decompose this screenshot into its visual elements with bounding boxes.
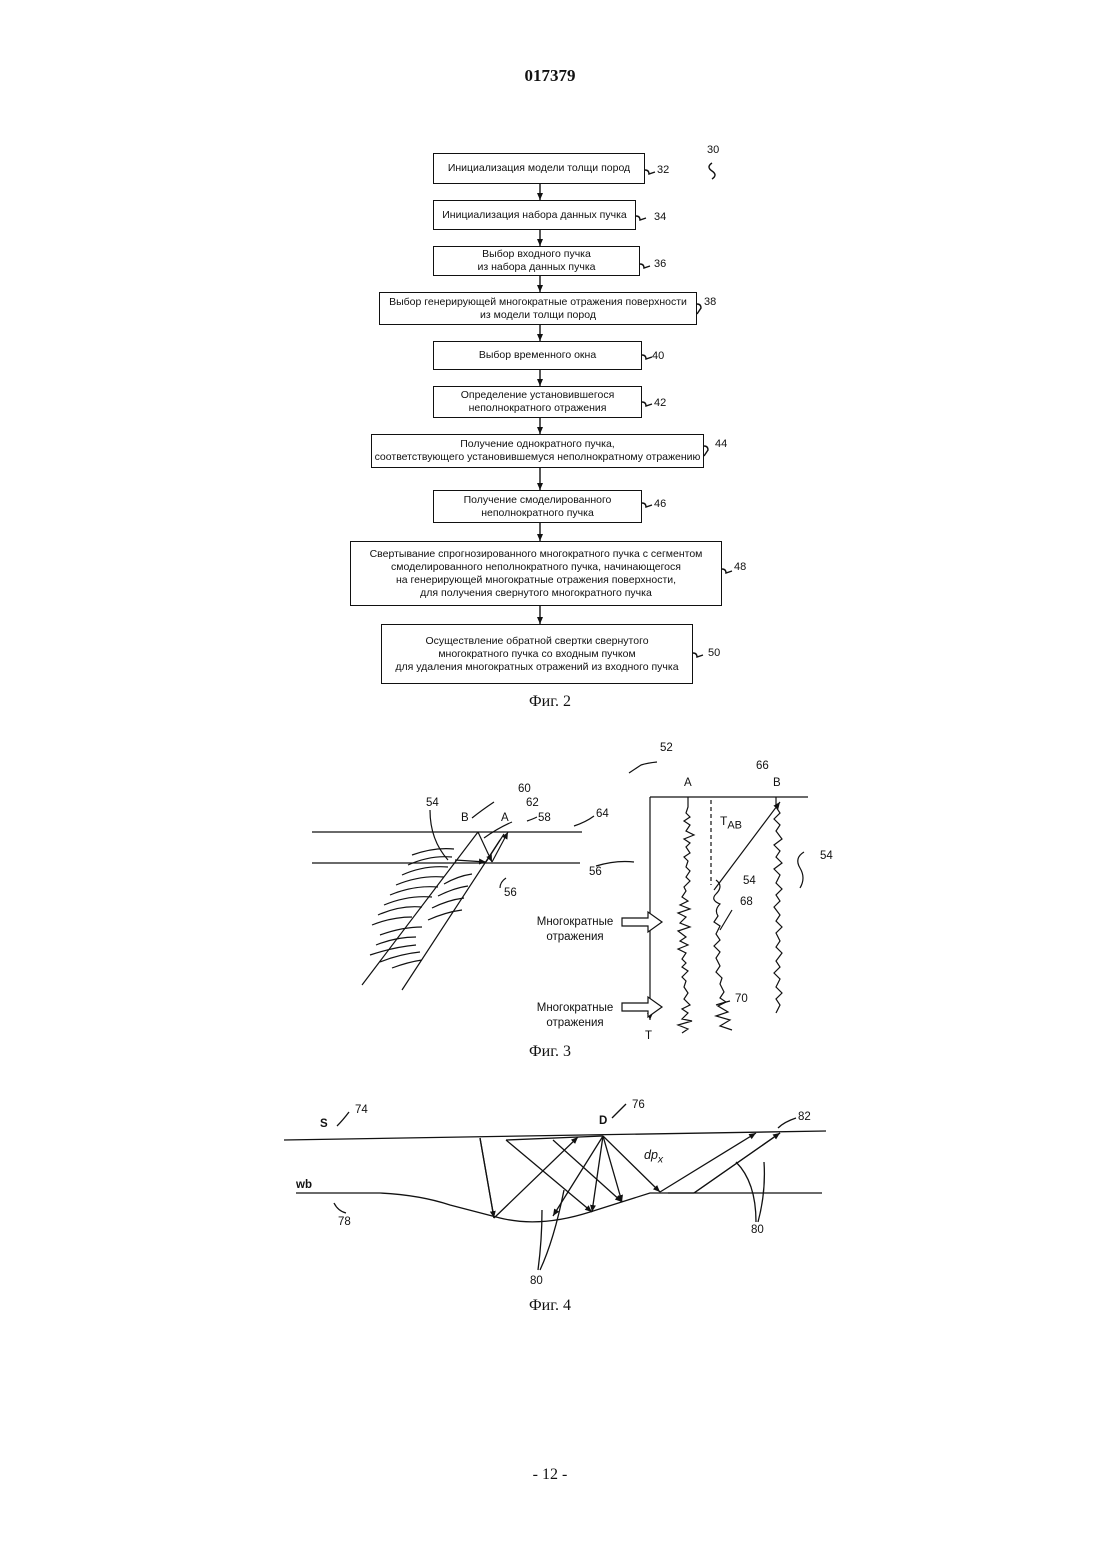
- ref-80: 80: [530, 1275, 543, 1287]
- ref-80: 80: [751, 1224, 764, 1236]
- figure-4-caption: Фиг. 4: [0, 1297, 1100, 1315]
- ref-82: 82: [798, 1111, 811, 1123]
- label-d: D: [599, 1115, 607, 1127]
- dpx-sub: x: [658, 1155, 663, 1166]
- surface-line: [284, 1131, 826, 1140]
- label-wb: wb: [296, 1179, 312, 1191]
- ref-78: 78: [338, 1216, 351, 1228]
- ref-76: 76: [632, 1099, 645, 1111]
- dpx-label: dpx: [644, 1148, 663, 1166]
- ref-74: 74: [355, 1104, 368, 1116]
- page-number: - 12 -: [0, 1466, 1100, 1484]
- dpx-main: dp: [644, 1148, 658, 1162]
- figure-4-drawing: [0, 0, 1100, 1300]
- label-s: S: [320, 1118, 328, 1130]
